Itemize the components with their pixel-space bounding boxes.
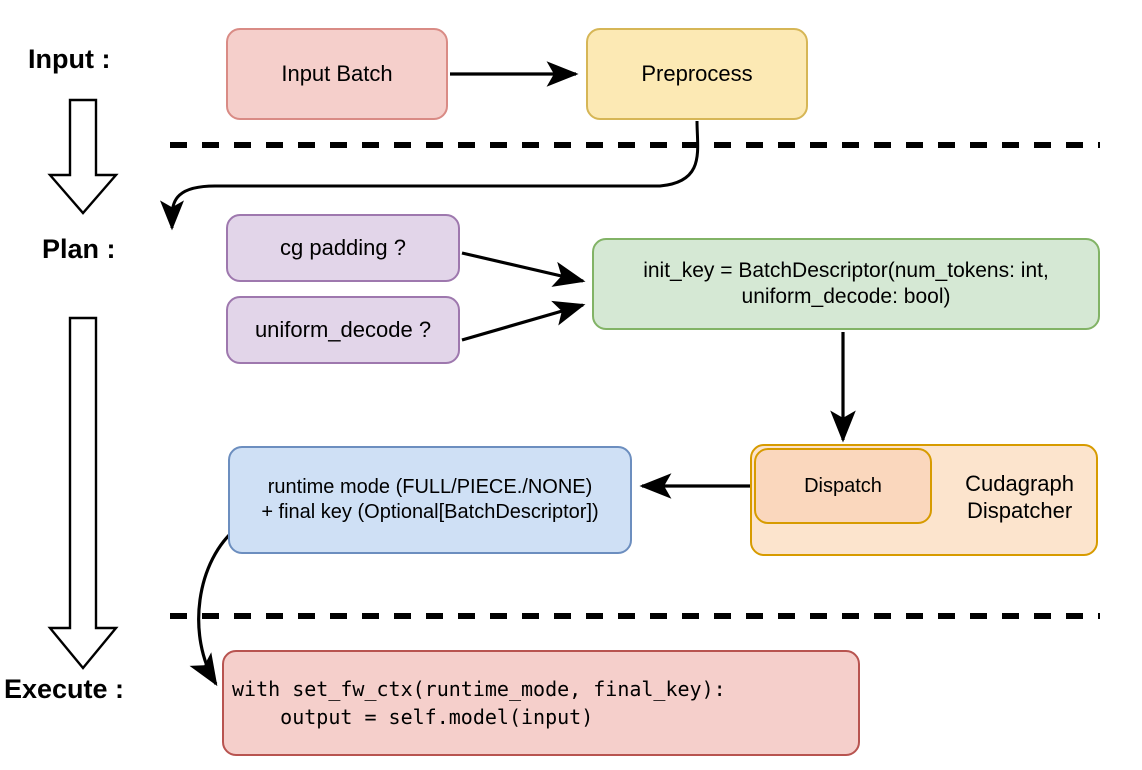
input-to-plan-arrow bbox=[47, 98, 119, 215]
edge-cg-padding-to-batch-descriptor bbox=[461, 251, 586, 287]
plan-to-execute-arrow bbox=[47, 316, 119, 670]
node-dispatch[interactable]: Dispatch bbox=[754, 448, 932, 524]
node-uniform-decode[interactable]: uniform_decode ? bbox=[226, 296, 460, 364]
node-input-batch[interactable]: Input Batch bbox=[226, 28, 448, 120]
node-runtime-mode[interactable]: runtime mode (FULL/PIECE./NONE) + final … bbox=[228, 446, 632, 554]
node-batch-descriptor-label: init_key = BatchDescriptor(num_tokens: i… bbox=[643, 258, 1049, 308]
node-uniform-decode-label: uniform_decode ? bbox=[254, 317, 432, 343]
edge-preprocess-to-cg-padding bbox=[159, 120, 700, 231]
node-cg-padding[interactable]: cg padding ? bbox=[226, 214, 460, 282]
stage-label-execute: Execute : bbox=[4, 674, 125, 704]
edge-uniform-decode-to-batch-descriptor bbox=[461, 300, 586, 342]
node-code-block-label: with set_fw_ctx(runtime_mode, final_key)… bbox=[232, 676, 726, 729]
node-cg-padding-label: cg padding ? bbox=[280, 235, 406, 261]
node-input-batch-label: Input Batch bbox=[281, 61, 393, 87]
node-preprocess[interactable]: Preprocess bbox=[586, 28, 808, 120]
node-preprocess-label: Preprocess bbox=[641, 61, 753, 87]
node-code-block[interactable]: with set_fw_ctx(runtime_mode, final_key)… bbox=[222, 650, 860, 756]
node-dispatch-label: Dispatch bbox=[804, 474, 882, 497]
stage-label-plan: Plan : bbox=[42, 234, 116, 264]
stage-label-input: Input : bbox=[28, 44, 111, 74]
node-batch-descriptor[interactable]: init_key = BatchDescriptor(num_tokens: i… bbox=[592, 238, 1100, 330]
node-cudagraph-dispatcher-label: Cudagraph Dispatcher bbox=[965, 471, 1074, 524]
node-runtime-mode-label: runtime mode (FULL/PIECE./NONE) + final … bbox=[261, 476, 599, 523]
